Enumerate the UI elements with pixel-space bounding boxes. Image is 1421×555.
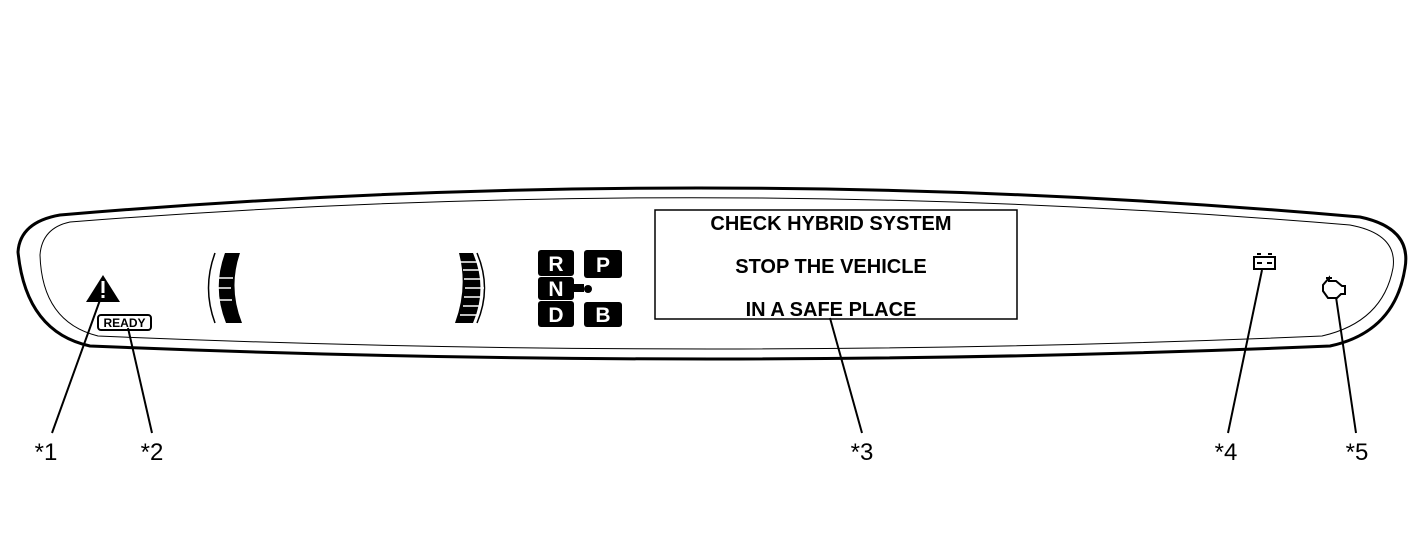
- right-bar-gauge: [455, 252, 486, 324]
- svg-text:P: P: [596, 254, 610, 277]
- engine-icon: [1322, 275, 1346, 299]
- cluster-inner-outline: [39, 197, 1394, 350]
- callout-leaders: [51, 269, 1357, 434]
- svg-text:R: R: [548, 253, 563, 276]
- multi-info-display: [654, 209, 1018, 320]
- callout-4: *4: [1215, 439, 1238, 466]
- svg-text:D: D: [548, 304, 563, 327]
- display-line-3: IN A SAFE PLACE: [746, 299, 917, 321]
- display-line-2: STOP THE VEHICLE: [735, 256, 927, 278]
- left-bar-gauge: [207, 252, 242, 324]
- cluster-outer-outline: [16, 186, 1408, 361]
- callout-5: *5: [1346, 439, 1369, 466]
- display-line-1: CHECK HYBRID SYSTEM: [710, 213, 951, 235]
- callout-3: *3: [851, 439, 874, 466]
- callout-2: *2: [141, 439, 164, 466]
- battery-icon: [1253, 253, 1276, 270]
- svg-text:B: B: [595, 304, 610, 327]
- warning-triangle-icon: [86, 275, 120, 302]
- svg-text:N: N: [548, 278, 563, 301]
- callout-1: *1: [35, 439, 58, 466]
- shift-position-indicator: R P N D B: [538, 250, 622, 327]
- svg-text:READY: READY: [103, 316, 145, 330]
- ready-indicator: READY: [97, 314, 152, 331]
